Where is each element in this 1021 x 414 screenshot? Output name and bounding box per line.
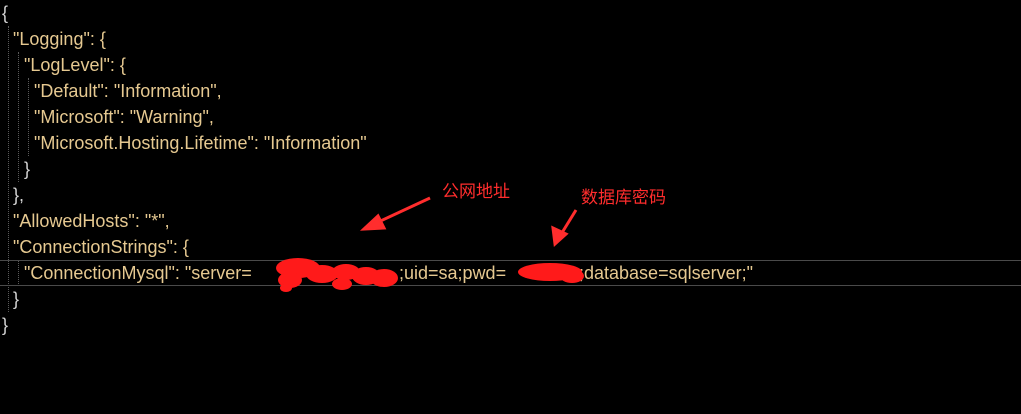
redaction-password-scribble bbox=[518, 263, 584, 283]
code-line-10: "ConnectionStrings": { bbox=[0, 234, 1021, 260]
connection-database: ;database=sqlserver;" bbox=[579, 263, 753, 283]
arrow-db-password bbox=[551, 209, 578, 248]
connection-uid-pwd: ;uid=sa;pwd= bbox=[399, 263, 507, 283]
arrow-public-address bbox=[359, 196, 431, 231]
indent-guide bbox=[28, 78, 29, 156]
indent-guide bbox=[18, 260, 19, 286]
brace-close-root: } bbox=[2, 315, 9, 335]
code-line-8: }, bbox=[0, 182, 1021, 208]
logging-key: "Logging": { bbox=[13, 29, 106, 49]
code-line-3: "LogLevel": { bbox=[0, 52, 1021, 78]
code-line-13: } bbox=[0, 312, 1021, 338]
redaction-server-scribble bbox=[276, 258, 398, 292]
brace-open: { bbox=[2, 3, 9, 23]
connection-strings-key: "ConnectionStrings": { bbox=[13, 237, 189, 257]
code-line-2: "Logging": { bbox=[0, 26, 1021, 52]
annotation-public-address: 公网地址 bbox=[442, 182, 510, 202]
loglevel-key: "LogLevel": { bbox=[24, 55, 126, 75]
brace-close-comma: }, bbox=[13, 185, 25, 205]
default-entry: "Default": "Information", bbox=[34, 81, 222, 101]
indent-guide bbox=[8, 26, 9, 312]
brace-close: } bbox=[13, 289, 20, 309]
code-line-4: "Default": "Information", bbox=[0, 78, 1021, 104]
code-line-5: "Microsoft": "Warning", bbox=[0, 104, 1021, 130]
hosting-lifetime-entry: "Microsoft.Hosting.Lifetime": "Informati… bbox=[34, 133, 367, 153]
code-line-6: "Microsoft.Hosting.Lifetime": "Informati… bbox=[0, 130, 1021, 156]
microsoft-entry: "Microsoft": "Warning", bbox=[34, 107, 214, 127]
indent-guide bbox=[18, 52, 19, 182]
connection-mysql-key: "ConnectionMysql": "server= bbox=[24, 263, 252, 283]
code-line-11-current[interactable]: "ConnectionMysql": "server= ;uid=sa;pwd=… bbox=[0, 260, 1021, 286]
brace-close: } bbox=[24, 159, 31, 179]
code-line-12: } bbox=[0, 286, 1021, 312]
code-line-7: } bbox=[0, 156, 1021, 182]
allowed-hosts-entry: "AllowedHosts": "*", bbox=[13, 211, 170, 231]
code-line-1: { bbox=[0, 0, 1021, 26]
annotation-db-password: 数据库密码 bbox=[581, 188, 666, 208]
code-line-9: "AllowedHosts": "*", bbox=[0, 208, 1021, 234]
